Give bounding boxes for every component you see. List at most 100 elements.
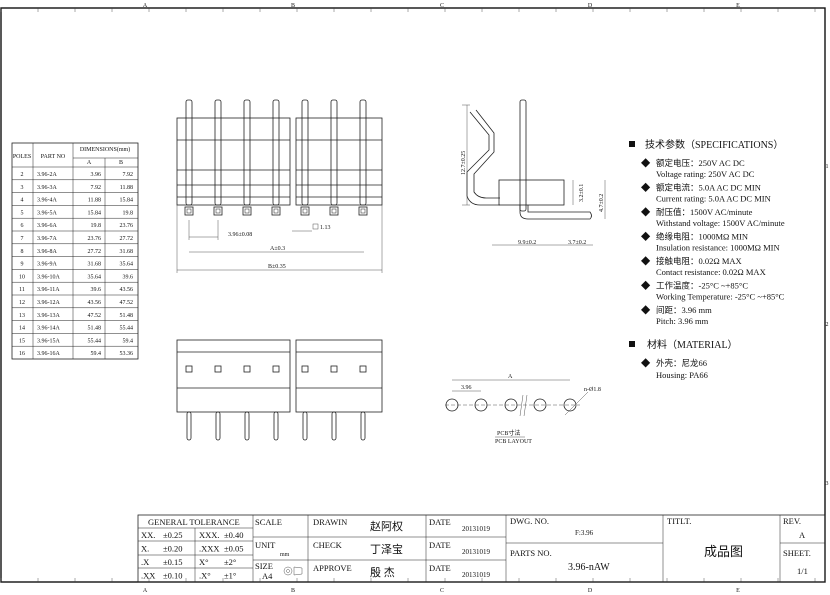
pcb-label-cn: PCB寸法 (497, 429, 520, 437)
side-view: 12.7±0.25 3.2±0.1 4.7±0.2 9.9±0.2 3.7±0.… (461, 99, 606, 246)
frame-column-label: D (588, 3, 593, 9)
spec-en: Withstand voltage: 1500V AC/minute (656, 218, 785, 228)
pin (186, 411, 192, 441)
cell-poles: 6 (21, 223, 24, 229)
title-label: TITLT. (667, 516, 691, 526)
frame-column-label: C (440, 588, 444, 594)
pin (360, 411, 366, 441)
specifications: 技术参数（SPECIFICATIONS） 材料（MATERIAL） ◆ 外壳：尼… (629, 138, 785, 380)
pin-tail (358, 206, 368, 216)
date-label: DATE (429, 517, 451, 527)
parts-no-value: 3.96-nAW (568, 562, 610, 573)
spec-en: Insulation resistance: 1000MΩ MIN (656, 243, 780, 253)
pin-tail (300, 206, 310, 216)
pin-cavity (330, 365, 338, 373)
cell-poles: 11 (19, 287, 25, 293)
pin (244, 411, 250, 441)
cell-b: 15.84 (120, 198, 134, 204)
bottom-view (176, 339, 383, 441)
b-dimension: B±0.35 (268, 264, 286, 270)
cell-b: 47.52 (120, 300, 134, 306)
sheet-label: SHEET. (783, 548, 811, 558)
dwg-no-value: F:3.96 (575, 529, 594, 537)
cell-poles: 4 (21, 198, 24, 204)
spec-en: Working Temperature: -25°C ~+85°C (656, 292, 785, 302)
drawn-label: DRAWIN (313, 517, 347, 527)
spec-cn: 绝缘电阻：1000MΩ MIN (656, 232, 748, 242)
cell-a: 31.68 (88, 262, 102, 268)
pitch-dimension: 3.96±0.08 (228, 232, 252, 238)
tolerance-precision: .XX (141, 571, 155, 581)
tolerance-precision: .XXX (199, 544, 220, 554)
frame-column-label: E (736, 588, 740, 594)
pin-length-dimension: 3.7±0.2 (568, 240, 586, 246)
dwg-no-label: DWG. NO. (510, 516, 549, 526)
header-a: A (87, 160, 92, 166)
cell-a: 51.48 (88, 326, 102, 332)
check-name: 丁泽宝 (370, 542, 403, 556)
cell-a: 59.4 (91, 351, 102, 357)
material-cn: 外壳：尼龙66 (656, 358, 707, 368)
cell-part-no: 3.96-16A (37, 351, 60, 357)
unit-value: mm (280, 552, 290, 558)
drawn-name: 赵阿权 (370, 519, 403, 533)
cell-a: 27.72 (88, 249, 102, 255)
tolerance-value: ±0.15 (163, 557, 183, 567)
width-dimension: 9.9±0.2 (518, 240, 536, 246)
cell-poles: 2 (21, 172, 24, 178)
cell-part-no: 3.96-5A (37, 210, 57, 216)
diamond-bullet-icon: ◆ (641, 180, 651, 194)
cell-b: 55.44 (120, 326, 134, 332)
pin-cavity (185, 365, 193, 373)
spec-cn: 间距：3.96 mm (656, 305, 712, 315)
cell-part-no: 3.96-7A (37, 236, 57, 242)
approve-date: 20131019 (462, 571, 491, 579)
check-date: 20131019 (462, 548, 491, 556)
rev-label: REV. (783, 516, 801, 526)
pin-tail (184, 206, 194, 216)
size-label: SIZE (255, 561, 273, 571)
cell-b: 7.92 (123, 172, 134, 178)
drawn-date: 20131019 (462, 525, 491, 533)
cell-a: 23.76 (88, 236, 102, 242)
tolerance-value: ±0.20 (163, 544, 183, 554)
cell-b: 53.36 (120, 351, 134, 357)
cell-poles: 10 (19, 274, 25, 280)
diamond-bullet-icon: ◆ (641, 253, 651, 267)
tolerance-title: GENERAL TOLERANCE (148, 517, 240, 527)
cell-poles: 8 (21, 249, 24, 255)
cell-poles: 5 (21, 210, 24, 216)
sheet-value: 1/1 (797, 566, 808, 576)
tolerance-row: X.±0.20.XXX±0.05 (141, 544, 244, 554)
tolerance-value: ±1° (224, 571, 236, 581)
unit-label: UNIT (255, 540, 276, 550)
date-label: DATE (429, 540, 451, 550)
pin (302, 411, 308, 441)
cell-a: 19.8 (91, 223, 102, 229)
pin-tail (242, 206, 252, 216)
frame-row-label: 3 (826, 481, 829, 487)
frame-column-label: B (291, 3, 295, 9)
tolerance-precision: .X (141, 557, 149, 567)
pin-tail (329, 206, 339, 216)
cell-part-no: 3.96-11A (37, 287, 60, 293)
pin (214, 99, 222, 206)
pin (185, 99, 193, 206)
diamond-bullet-icon: ◆ (641, 278, 651, 292)
pin-cavity (214, 365, 222, 373)
cell-poles: 14 (19, 326, 25, 332)
